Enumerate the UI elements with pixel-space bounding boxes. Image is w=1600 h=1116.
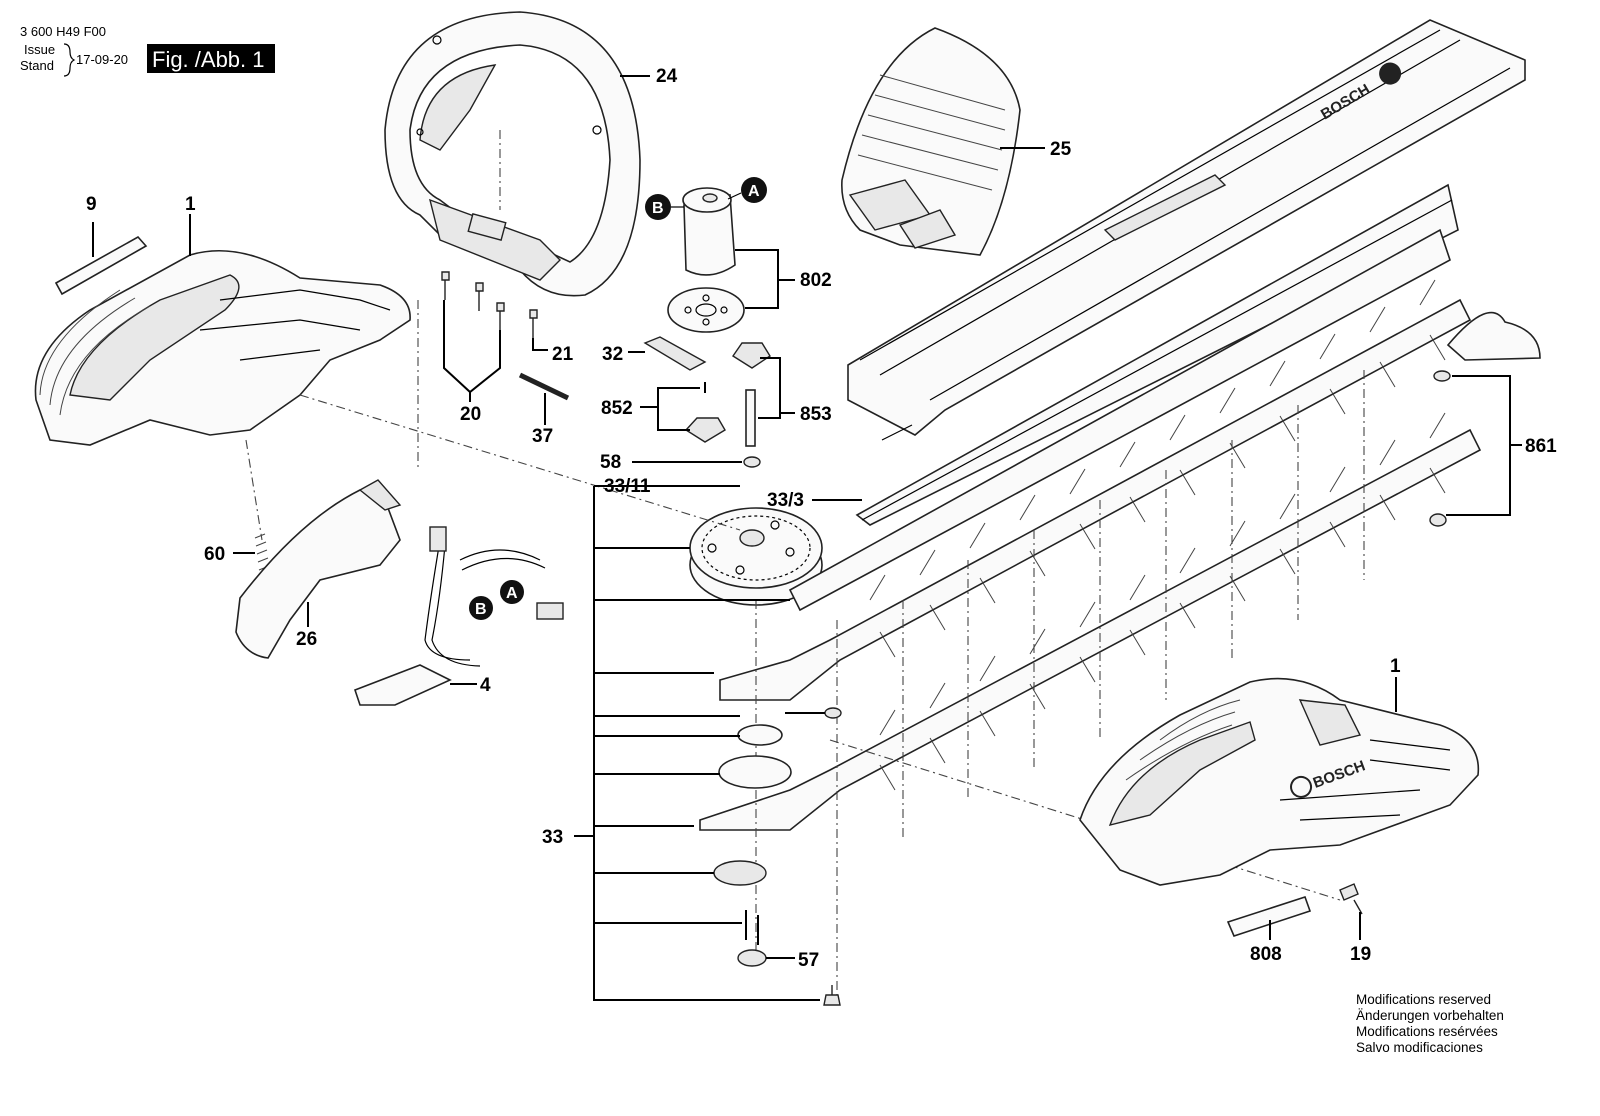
label-part-57: 57	[798, 950, 819, 971]
part-26-trigger-handle	[235, 479, 402, 659]
part-25-guard	[841, 27, 1045, 256]
label-part-1-right: 1	[1390, 656, 1401, 677]
part-1-housing-right: BOSCH	[1079, 677, 1480, 886]
part-blade-upper	[719, 228, 1472, 701]
part-808-label	[1226, 895, 1312, 940]
part-24-handle-bow	[384, 11, 650, 297]
part-37-pin	[518, 372, 570, 425]
part-32-pad	[628, 336, 707, 371]
part-802-motor: A B	[645, 177, 795, 333]
part-19-screw	[1339, 883, 1363, 940]
note-en: Modifications reserved	[1356, 992, 1491, 1007]
label-part-60: 60	[204, 544, 225, 565]
bracket-33	[574, 485, 825, 1001]
drawing-number: 3 600 H49 F00	[20, 24, 106, 39]
badge-b-wiring	[469, 596, 493, 620]
label-part-58: 58	[600, 452, 621, 473]
label-part-9: 9	[86, 194, 97, 215]
label-part-24: 24	[656, 66, 678, 87]
label-part-4: 4	[480, 675, 491, 696]
modifications-notice: Modifications reserved Änderungen vorbeh…	[1356, 992, 1504, 1055]
label-part-25: 25	[1050, 139, 1072, 160]
badge-a-wiring-text: A	[506, 585, 518, 602]
badge-a-motor-text: A	[748, 183, 760, 200]
label-part-802: 802	[800, 270, 832, 291]
badge-a-motor	[741, 177, 767, 203]
issue-brace	[63, 43, 76, 77]
note-fr: Modifications resérvées	[1356, 1024, 1498, 1039]
header-block: 3 600 H49 F00 Issue Stand 17-09-20 Fig. …	[20, 24, 275, 77]
part-60-spring	[233, 533, 270, 571]
label-part-32: 32	[602, 344, 623, 365]
label-part-20: 20	[460, 404, 481, 425]
part-gear	[689, 507, 823, 606]
label-part-37: 37	[532, 426, 553, 447]
label-part-21: 21	[552, 344, 574, 365]
figure-label-box	[147, 44, 275, 73]
part-labels: 9 1 24 25 802 21 32 20 37 852 853 58 33/…	[86, 66, 1557, 971]
note-de: Änderungen vorbehalten	[1356, 1008, 1504, 1023]
label-part-33-3: 33/3	[767, 490, 804, 511]
label-part-19: 19	[1350, 944, 1371, 965]
part-1-housing-left	[34, 214, 411, 446]
part-4-wiring: A B	[353, 526, 564, 706]
note-es: Salvo modificaciones	[1356, 1040, 1483, 1055]
badge-b-wiring-text: B	[475, 601, 487, 618]
label-part-33: 33	[542, 827, 563, 848]
issue-date: 17-09-20	[76, 52, 128, 67]
label-part-33-11: 33/11	[604, 476, 651, 497]
label-part-1: 1	[185, 194, 196, 215]
figure-label: Fig. /Abb. 1	[152, 47, 265, 72]
badge-b-motor-text: B	[652, 200, 664, 217]
part-blade-lower	[699, 412, 1482, 831]
label-part-808: 808	[1250, 944, 1282, 965]
issue-label-en: Issue	[24, 42, 55, 57]
part-33-3-rail	[812, 183, 1459, 526]
parts-852-853-mounts	[640, 342, 795, 447]
label-part-26: 26	[296, 629, 317, 650]
badge-b-motor	[645, 194, 671, 220]
gear-stack-components	[713, 707, 842, 1006]
part-58-washer	[632, 456, 761, 468]
part-9-sticker	[54, 222, 148, 296]
label-part-852: 852	[601, 398, 633, 419]
label-part-861: 861	[1525, 436, 1557, 457]
part-blade-tip-cap	[1429, 311, 1541, 527]
label-part-853: 853	[800, 404, 832, 425]
issue-label-de: Stand	[20, 58, 54, 73]
screws-20-21	[441, 271, 548, 402]
badge-a-wiring	[500, 580, 524, 604]
part-blade-guard-rail: BOSCH	[847, 19, 1526, 441]
